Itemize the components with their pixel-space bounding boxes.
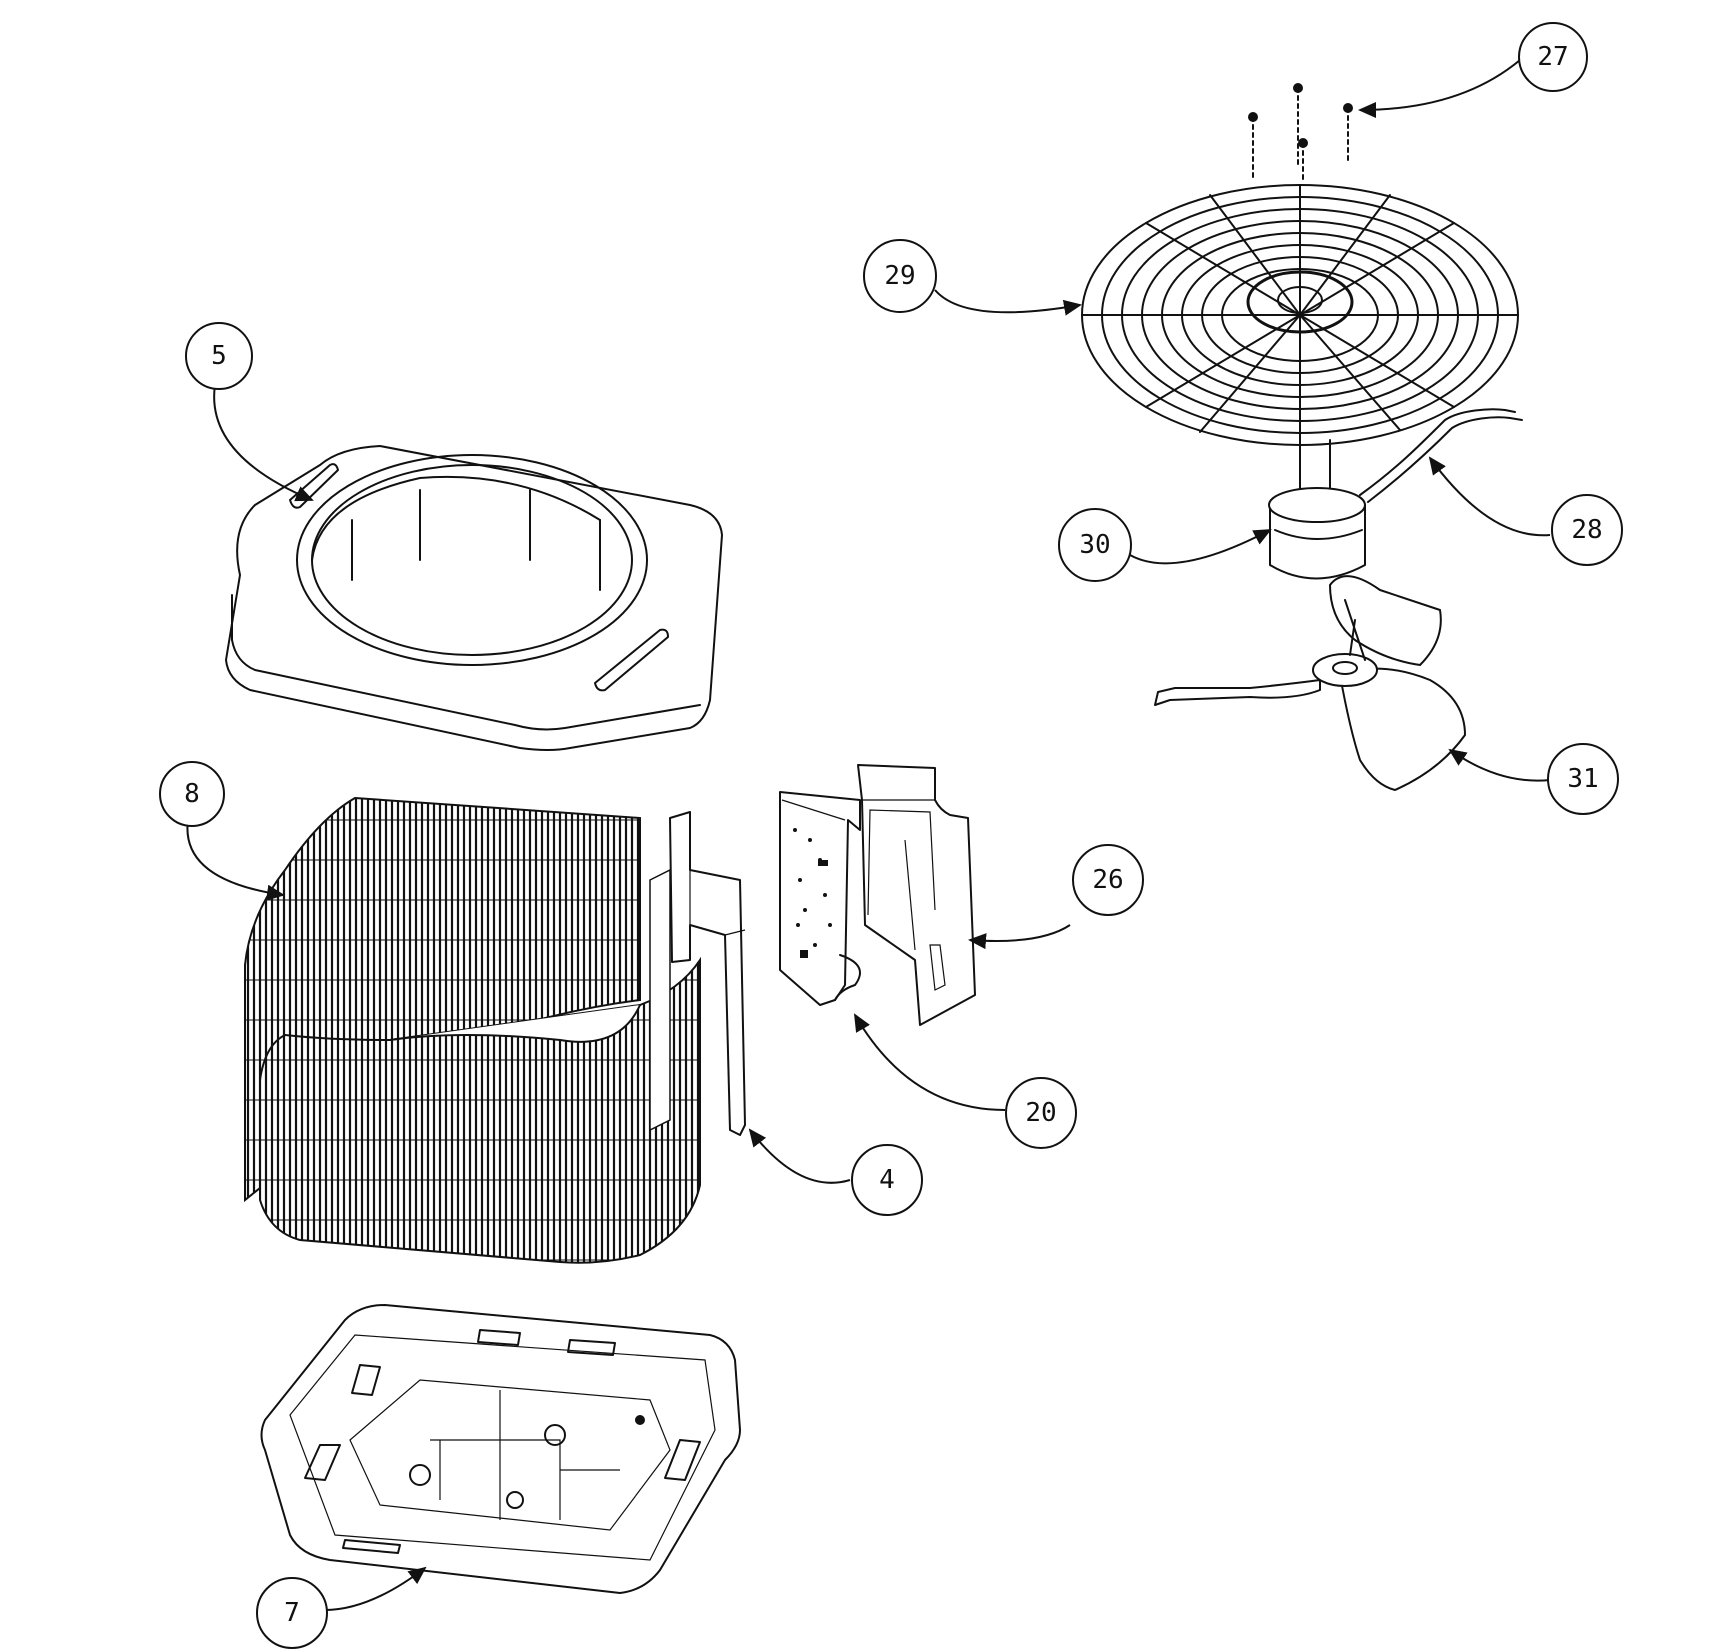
svg-text:30: 30 (1079, 530, 1110, 560)
fan-blade-part-31 (1154, 575, 1466, 791)
condenser-coil-part-8 (244, 796, 701, 1264)
svg-text:31: 31 (1567, 764, 1598, 794)
svg-text:8: 8 (184, 779, 200, 809)
side-panel-part-4 (669, 811, 746, 1136)
callout-29: 29 (863, 239, 937, 313)
callout-30: 30 (1058, 508, 1132, 582)
callout-4: 4 (851, 1144, 923, 1216)
top-cover-part-5 (225, 445, 723, 751)
svg-text:27: 27 (1537, 42, 1568, 72)
callout-7: 7 (256, 1577, 328, 1649)
leader-lines (186, 59, 1551, 1611)
svg-text:28: 28 (1571, 515, 1602, 545)
base-pan-part-7 (260, 1304, 741, 1594)
callout-31: 31 (1547, 743, 1619, 815)
screw-set-part-27 (1248, 83, 1353, 181)
fan-motor-part-30 (1268, 439, 1366, 580)
callout-28: 28 (1551, 494, 1623, 566)
svg-text:4: 4 (879, 1165, 895, 1195)
svg-text:7: 7 (284, 1598, 300, 1628)
callout-26: 26 (1072, 844, 1144, 916)
fan-guard-grille-part-29 (1081, 184, 1519, 446)
svg-text:5: 5 (211, 341, 227, 371)
svg-text:26: 26 (1092, 865, 1123, 895)
callout-27: 27 (1518, 22, 1588, 92)
control-board-part-20 (779, 791, 861, 1006)
callout-8: 8 (159, 761, 225, 827)
svg-text:20: 20 (1025, 1098, 1056, 1128)
callout-5: 5 (185, 322, 253, 390)
access-panel-part-26 (857, 764, 976, 1026)
svg-text:29: 29 (884, 261, 915, 291)
callout-20: 20 (1005, 1077, 1077, 1149)
wire-harness-part-28 (1359, 408, 1523, 503)
